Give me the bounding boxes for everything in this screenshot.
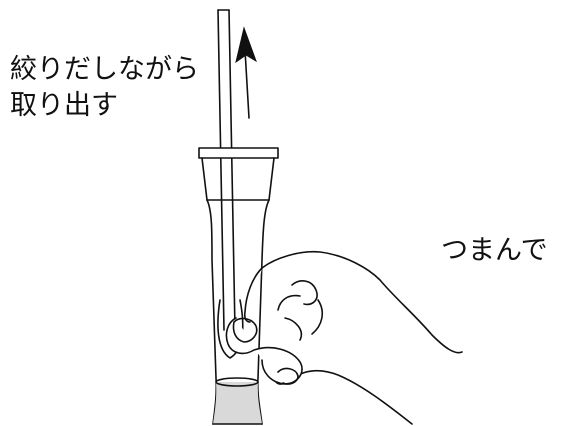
instruction-line-2: 取り出す xyxy=(10,90,118,121)
instruction-line-1: 絞りだしながら xyxy=(10,54,199,85)
sample-tube xyxy=(198,147,279,425)
instruction-squeeze-remove: 絞りだしながら 取り出す xyxy=(10,52,199,124)
instruction-pinch: つまんで xyxy=(441,235,548,266)
upward-arrow-icon xyxy=(235,26,257,119)
liquid-level xyxy=(213,382,262,424)
swab-stick xyxy=(217,9,236,331)
pinching-hand-icon xyxy=(225,250,463,425)
